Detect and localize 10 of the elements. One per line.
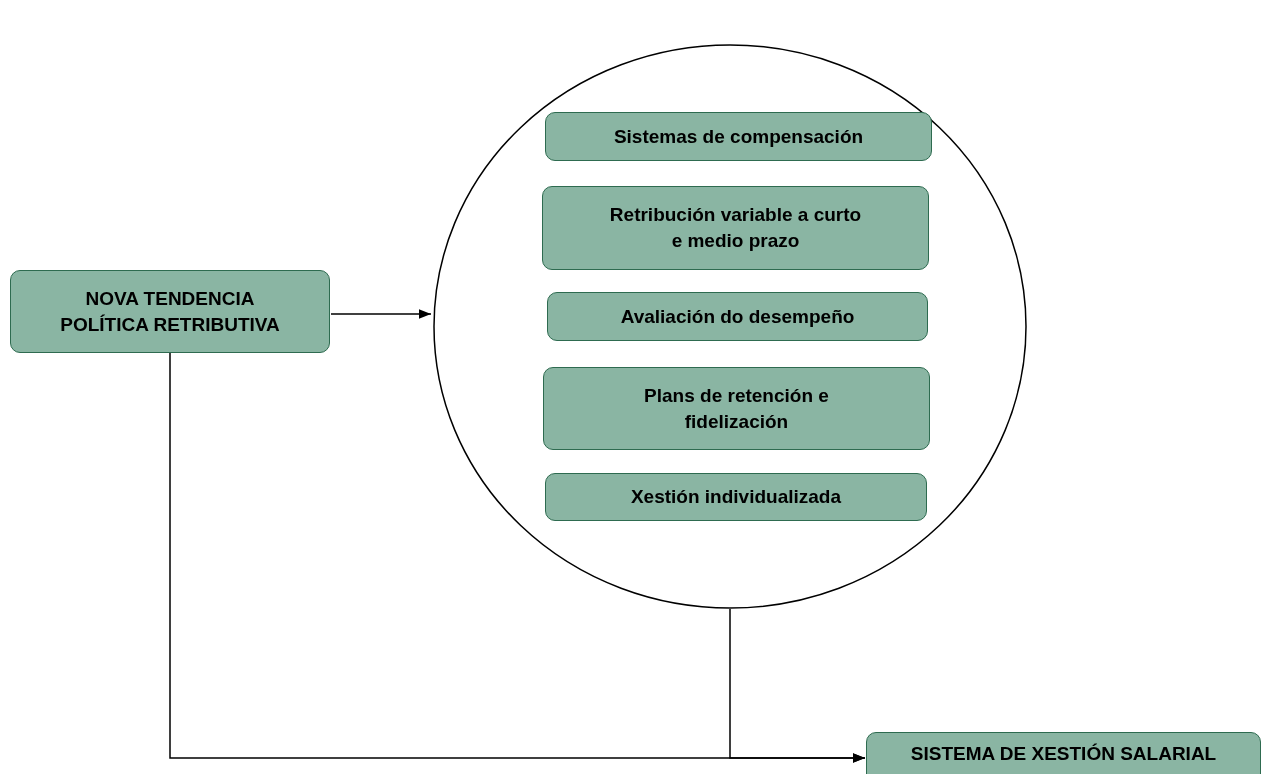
circle-outline <box>433 44 1027 609</box>
arrow <box>330 309 432 319</box>
item-box: Plans de retención e fidelización <box>543 367 930 450</box>
process-box: NOVA TENDENCIA POLÍTICA RETRIBUTIVA <box>10 270 330 353</box>
item-box: Xestión individualizada <box>545 473 927 521</box>
item-box: Avaliación do desempeño <box>547 292 928 341</box>
item-box: Retribución variable a curto e medio prazo <box>542 186 929 270</box>
arrow <box>169 352 866 763</box>
item-box: Sistemas de compensación <box>545 112 932 161</box>
process-box: SISTEMA DE XESTIÓN SALARIAL <box>866 732 1261 774</box>
